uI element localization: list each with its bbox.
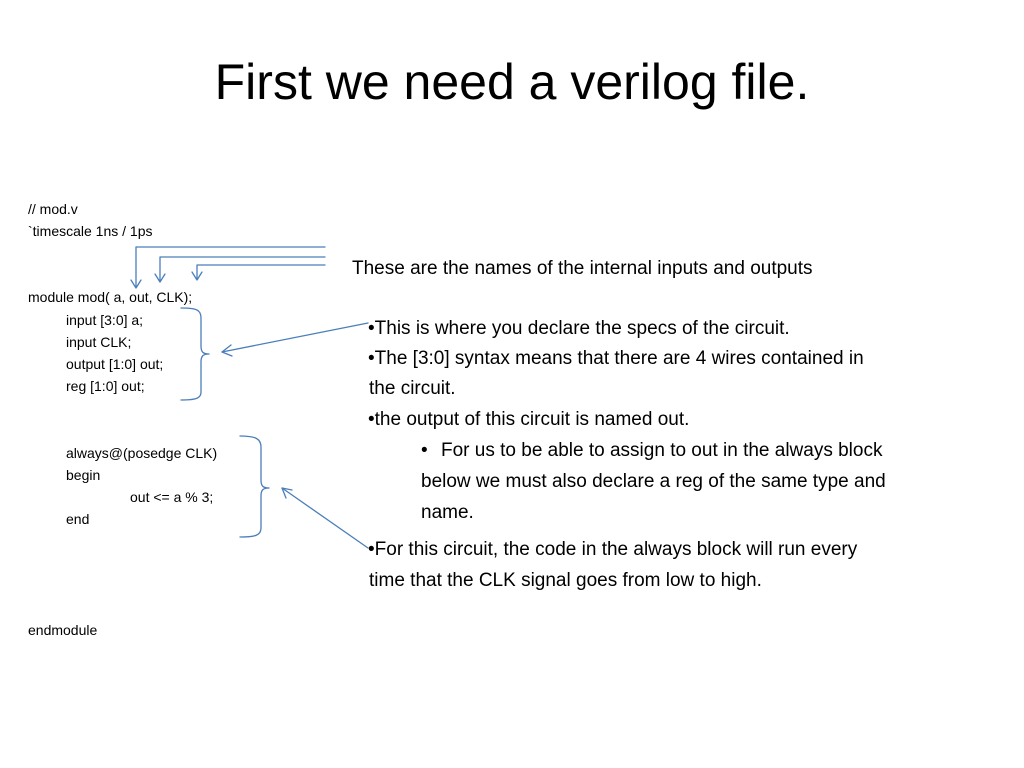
- bullet-3-line-1: •the output of this circuit is named out…: [368, 408, 689, 432]
- bullet-3-marker: •: [368, 409, 375, 430]
- bullet-4-line-1: •For this circuit, the code in the alway…: [368, 538, 857, 562]
- always-block-pointer-head-icon: [281, 487, 293, 499]
- code-module-declaration: module mod( a, out, CLK);: [28, 289, 193, 305]
- code-input-clk: input CLK;: [66, 334, 132, 350]
- declarations-pointer: [221, 322, 369, 353]
- elbow-arrow-a: [135, 246, 326, 288]
- elbow-arrow-a-head-icon: [130, 279, 142, 289]
- bullet-4-marker: •: [368, 539, 375, 560]
- always-block-brace: [239, 435, 270, 538]
- sub-bullet-text-1: For us to be able to assign to out in th…: [441, 440, 883, 461]
- code-reg-out: reg [1:0] out;: [66, 378, 145, 394]
- declarations-pointer-head-icon: [221, 344, 233, 357]
- ports-caption: These are the names of the internal inpu…: [352, 258, 813, 279]
- code-assign: out <= a % 3;: [130, 489, 214, 505]
- always-block-pointer: [281, 487, 369, 549]
- bullet-2-text-2: the circuit.: [369, 378, 456, 399]
- sub-bullet-line-1: • For us to be able to assign to out in t…: [421, 439, 882, 463]
- bullet-2-marker: •: [368, 348, 375, 369]
- slide-title: First we need a verilog file.: [214, 54, 810, 110]
- bullet-1-text: This is where you declare the specs of t…: [374, 318, 790, 339]
- bullet-2-line-1: •The [3:0] syntax means that there are 4…: [368, 347, 864, 371]
- declarations-brace: [180, 307, 210, 401]
- elbow-arrow-out-head-icon: [154, 273, 166, 283]
- code-input-a: input [3:0] a;: [66, 312, 144, 328]
- sub-bullet-text-2: below we must also declare a reg of the …: [421, 471, 886, 492]
- sub-bullet-marker: •: [421, 440, 428, 461]
- code-begin: begin: [66, 467, 101, 483]
- elbow-arrow-clk: [196, 264, 326, 280]
- bullet-4-text-2: time that the CLK signal goes from low t…: [369, 570, 762, 591]
- bullet-1-marker: •: [368, 318, 375, 339]
- bullet-2-text-1: The [3:0] syntax means that there are 4 …: [374, 348, 864, 369]
- code-end: end: [66, 511, 90, 527]
- code-comment: // mod.v: [28, 201, 78, 217]
- elbow-arrow-clk-head-icon: [191, 271, 203, 281]
- bullet-4-text-1: For this circuit, the code in the always…: [374, 539, 858, 560]
- elbow-arrow-out: [159, 256, 326, 282]
- code-timescale: `timescale 1ns / 1ps: [28, 223, 153, 239]
- sub-bullet-text-3: name.: [421, 502, 474, 523]
- code-endmodule: endmodule: [28, 622, 98, 638]
- code-output-out: output [1:0] out;: [66, 356, 164, 372]
- bullet-3-text: the output of this circuit is named out.: [374, 409, 690, 430]
- bullet-1-line-1: •This is where you declare the specs of …: [368, 317, 790, 341]
- code-always: always@(posedge CLK): [66, 445, 218, 461]
